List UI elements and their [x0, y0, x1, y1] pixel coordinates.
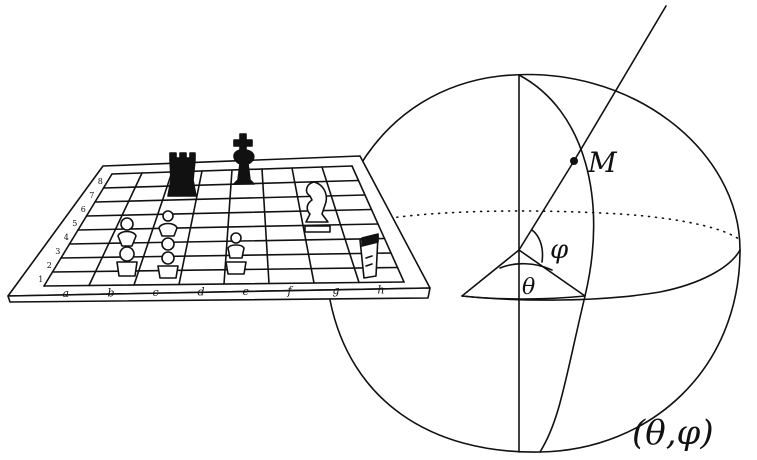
point-M-label: M	[587, 146, 618, 179]
rank-label: 7	[89, 191, 94, 200]
file-label: c	[153, 286, 159, 299]
rank-label: 6	[81, 205, 86, 214]
ray-beyond-M	[574, 6, 666, 161]
file-label: h	[378, 283, 385, 296]
rank-label: 1	[38, 275, 43, 284]
rank-label: 8	[98, 177, 103, 186]
coordinates-label: (θ,φ)	[632, 413, 714, 453]
equator-front	[462, 250, 740, 300]
point-M	[570, 157, 578, 165]
rank-label: 5	[72, 219, 77, 228]
theta-label: θ	[522, 275, 535, 300]
black-rook-piece	[168, 153, 196, 196]
theta-arc	[500, 264, 552, 270]
file-label: b	[108, 286, 115, 299]
file-label: a	[63, 287, 70, 300]
rank-label: 3	[55, 247, 60, 256]
white-rook-piece	[360, 234, 378, 278]
phi-label: φ	[550, 235, 569, 265]
file-label: d	[198, 285, 205, 298]
file-label: e	[243, 285, 250, 298]
rank-label: 2	[47, 261, 52, 270]
phi-arc	[532, 230, 543, 262]
file-label: g	[333, 284, 340, 297]
rank-label: 4	[64, 233, 69, 242]
